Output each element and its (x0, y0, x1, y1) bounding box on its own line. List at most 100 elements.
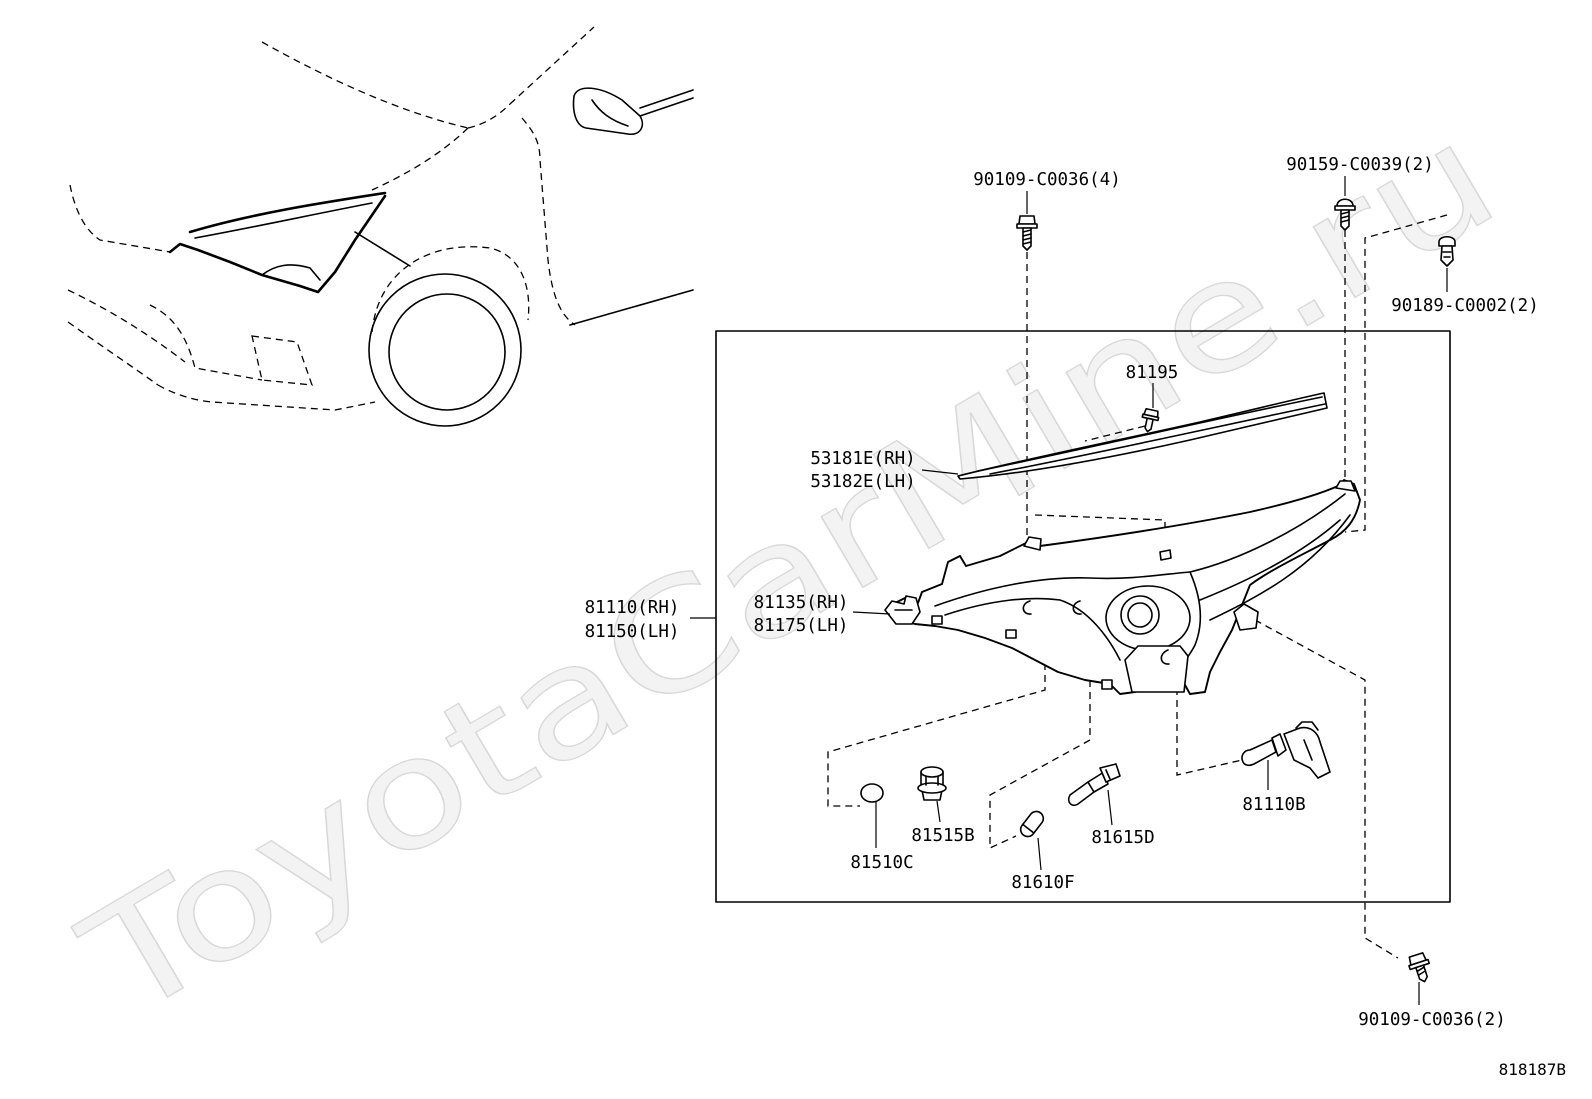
bulb-81510c (860, 783, 884, 803)
label-53181e-rh: 53181E(RH) (810, 449, 915, 469)
installation-lines (827, 214, 1448, 959)
bumper-line-upper (67, 289, 186, 363)
bulb-glass (860, 783, 884, 803)
leader-cover (921, 469, 959, 475)
vehicle-headlamp-inner (194, 202, 373, 239)
fog-lamp-outline (251, 335, 313, 386)
vehicle-headlamp-lens (261, 264, 321, 281)
bulb-connector-detail (1303, 739, 1313, 761)
screw-head (1336, 198, 1354, 207)
screw-flange (1408, 958, 1431, 971)
side-mirror (572, 87, 644, 136)
bulb-hole-center (1072, 600, 1082, 615)
screw-head (1018, 215, 1036, 225)
clip-detail (1442, 251, 1452, 258)
socket-81515b (917, 766, 947, 801)
socket-flange (1099, 763, 1121, 783)
label-81175-lh: 81175(LH) (754, 616, 849, 636)
leader-bulb-turn (1037, 837, 1042, 871)
bulb-ring (1271, 733, 1287, 757)
leader-socket-clearance (936, 800, 941, 823)
screw-81195 (1141, 407, 1160, 433)
hood-line (261, 41, 469, 129)
part-labels: 90109-C0036(4) 90159-C0039(2) 90189-C000… (585, 155, 1539, 1030)
wheel-rim (388, 293, 506, 411)
label-81110-rh: 81110(RH) (585, 598, 680, 618)
bulb-81610f (1019, 810, 1045, 838)
label-81615d: 81615D (1091, 828, 1154, 848)
cover-mount-hole (1159, 549, 1172, 561)
tire-outline (368, 273, 522, 427)
bulb-hole-lower (1160, 649, 1170, 665)
bumper-line-lower (67, 321, 159, 386)
screw-shaft (1144, 417, 1154, 433)
lens-lower-line (944, 597, 1121, 661)
bulb-glass (1019, 810, 1045, 838)
cover-strip-inner-lower (989, 403, 1326, 475)
door-line (569, 289, 694, 326)
label-81150-lh: 81150(LH) (585, 622, 680, 642)
housing-peg-3 (1101, 679, 1113, 690)
hood-edge-line (371, 127, 469, 191)
diagram-code: 818187B (1499, 1060, 1566, 1079)
clip-body (1440, 245, 1454, 267)
vehicle-front-sketch (67, 26, 694, 427)
bulb-glass (1241, 739, 1277, 767)
screw-shaft (1340, 209, 1350, 231)
bulb-81110b (1241, 721, 1331, 779)
screw-flange (1141, 413, 1160, 422)
window-line-upper (639, 89, 694, 109)
projector-lens-inner (1127, 602, 1153, 628)
leader-socket-turn (1107, 789, 1113, 826)
label-81195: 81195 (1126, 363, 1179, 383)
cover-strip-inner (977, 396, 1323, 472)
label-90189-c0002-2: 90189-C0002(2) (1391, 296, 1539, 316)
label-81135-rh: 81135(RH) (754, 593, 849, 613)
label-81510c: 81510C (850, 853, 913, 873)
label-81110b: 81110B (1242, 795, 1305, 815)
screw-threads (1416, 966, 1427, 977)
clip-path (1344, 214, 1448, 533)
headlamp-bulb-path (1176, 640, 1243, 776)
screw-bottom-path (1254, 619, 1399, 959)
socket-81615d (1067, 763, 1121, 807)
mount-top-left (1023, 536, 1042, 551)
bulb-connector-top (1295, 721, 1319, 731)
screw-flange (1334, 205, 1356, 211)
a-pillar-line (521, 117, 576, 326)
screw-threads (1340, 211, 1350, 223)
housing-peg-2 (1005, 629, 1017, 639)
socket-top (920, 766, 944, 778)
headlamp-assembly (884, 479, 1361, 695)
label-90109-c0036-4: 90109-C0036(4) (973, 170, 1121, 190)
bulb-hole-left (1022, 600, 1032, 615)
fender-edge-line (354, 231, 411, 267)
socket-notches (925, 776, 939, 786)
mount-right (1233, 603, 1259, 631)
lens-right-line-lower (1209, 514, 1351, 621)
vehicle-headlamp-top (188, 191, 387, 234)
bumper-bottom-line (157, 384, 376, 411)
windshield-line (509, 26, 595, 105)
screw-threads (1022, 229, 1032, 245)
turn-bulb-path (989, 680, 1091, 850)
socket-detail (1105, 769, 1111, 780)
side-mirror-inner (591, 99, 629, 127)
grille-edge-line (69, 184, 171, 253)
watermark-text: ToyotaCarMine.ru (56, 90, 1524, 1053)
assembly-frame (715, 330, 1451, 903)
screw-90109-top (1016, 215, 1038, 251)
headlamp-cover-strip (957, 392, 1328, 480)
bulb-connector (1283, 726, 1331, 779)
screw-90109-bottom (1408, 952, 1431, 983)
label-81610f: 81610F (1011, 873, 1074, 893)
projector-lens (1120, 595, 1160, 635)
window-line-lower (639, 97, 694, 117)
leader-lines (690, 176, 1448, 1005)
bulb-base-line (1021, 823, 1035, 834)
vehicle-headlamp-bottom (168, 194, 387, 294)
label-90109-c0036-2: 90109-C0036(2) (1358, 1010, 1506, 1030)
lower-bracket (1124, 645, 1189, 693)
fender-arch (371, 246, 530, 333)
cowl-line (467, 103, 511, 129)
